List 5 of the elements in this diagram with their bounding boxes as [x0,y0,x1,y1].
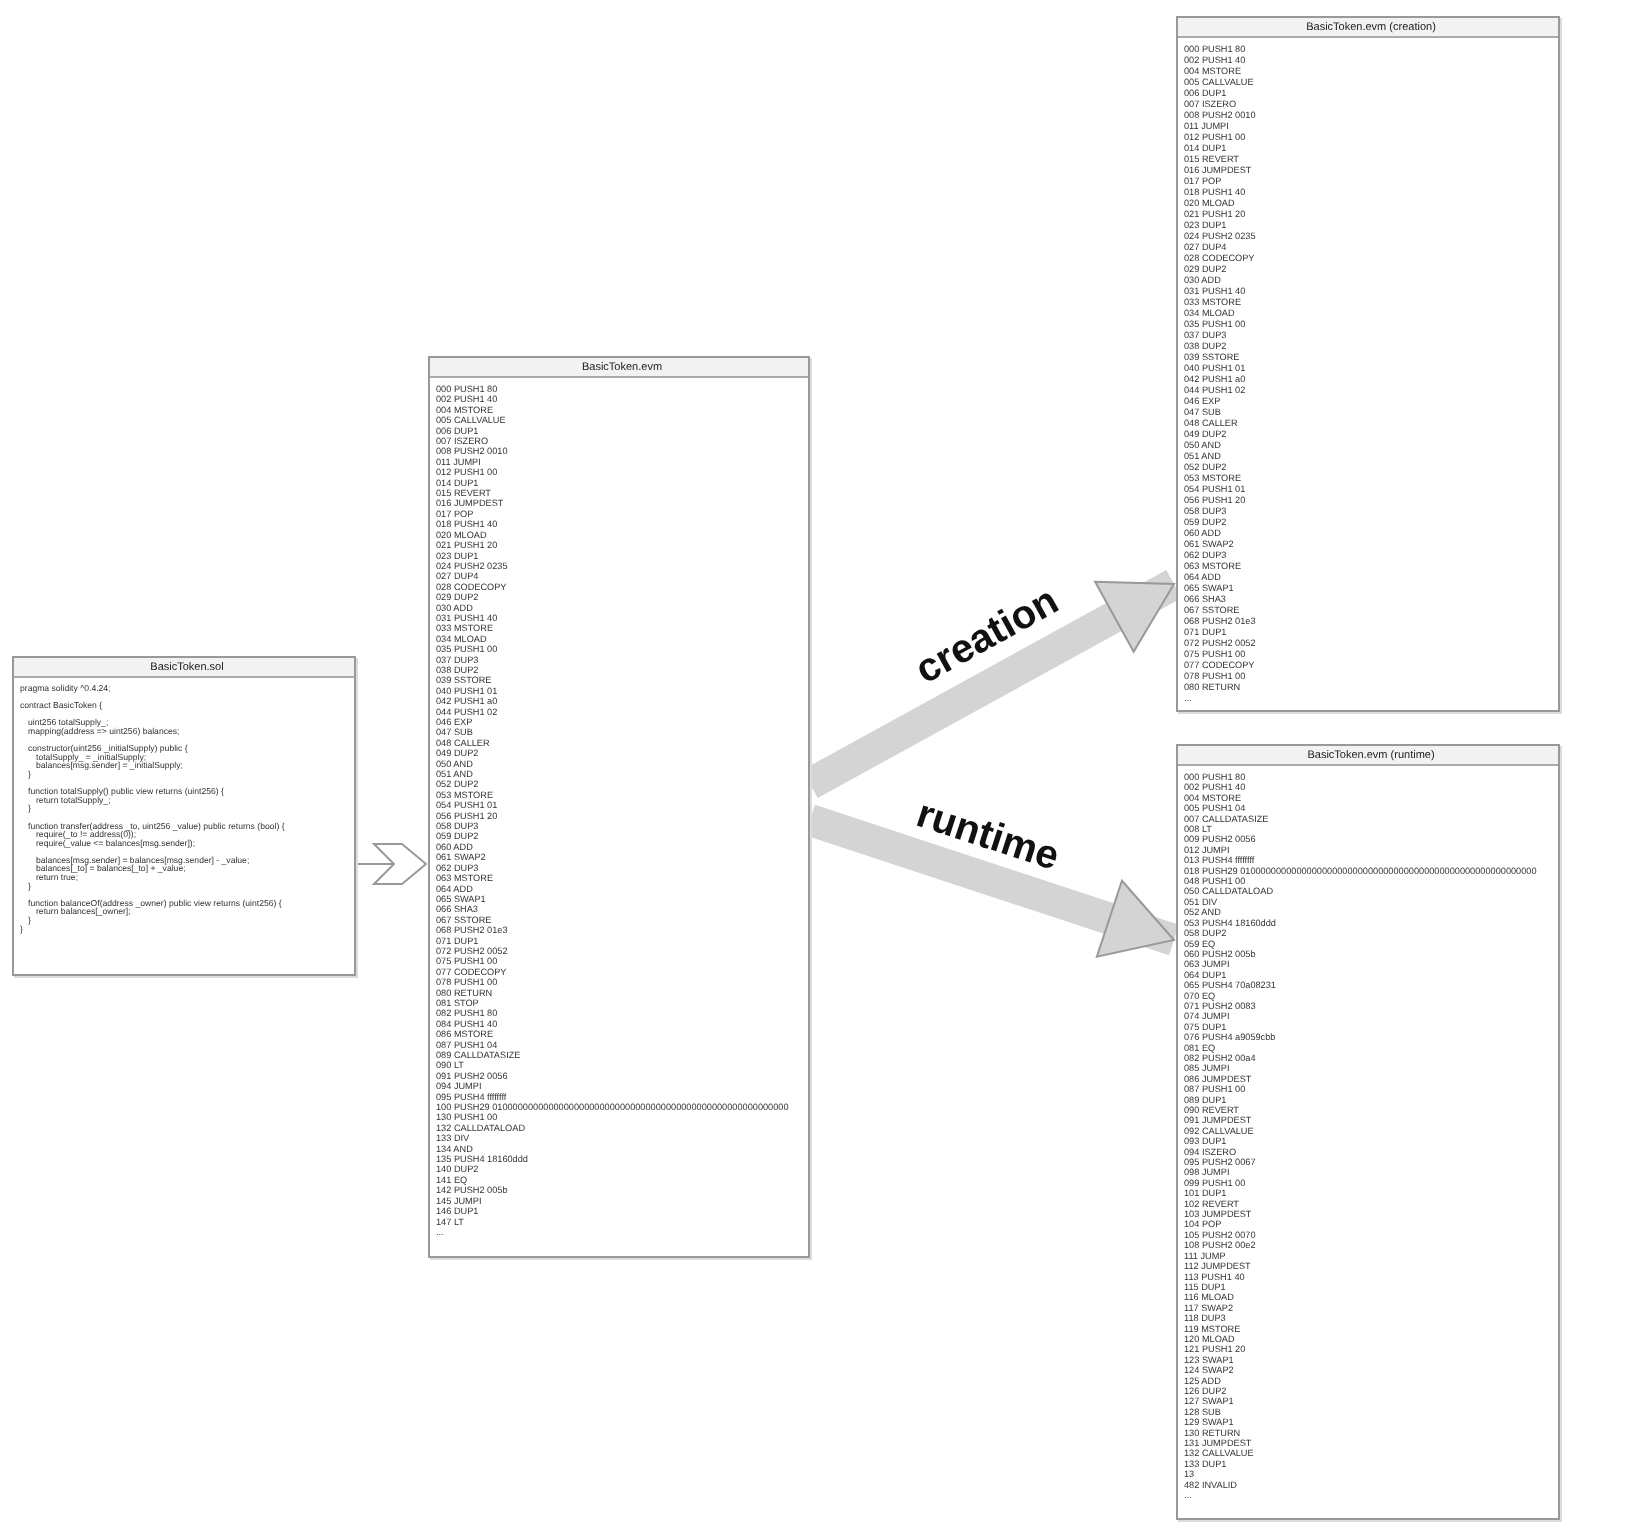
code-panel [12,656,356,976]
code-panel [1176,744,1560,1520]
edge-label: runtime [911,791,1065,881]
code-panel [1176,16,1560,712]
code-panel [428,356,810,1258]
